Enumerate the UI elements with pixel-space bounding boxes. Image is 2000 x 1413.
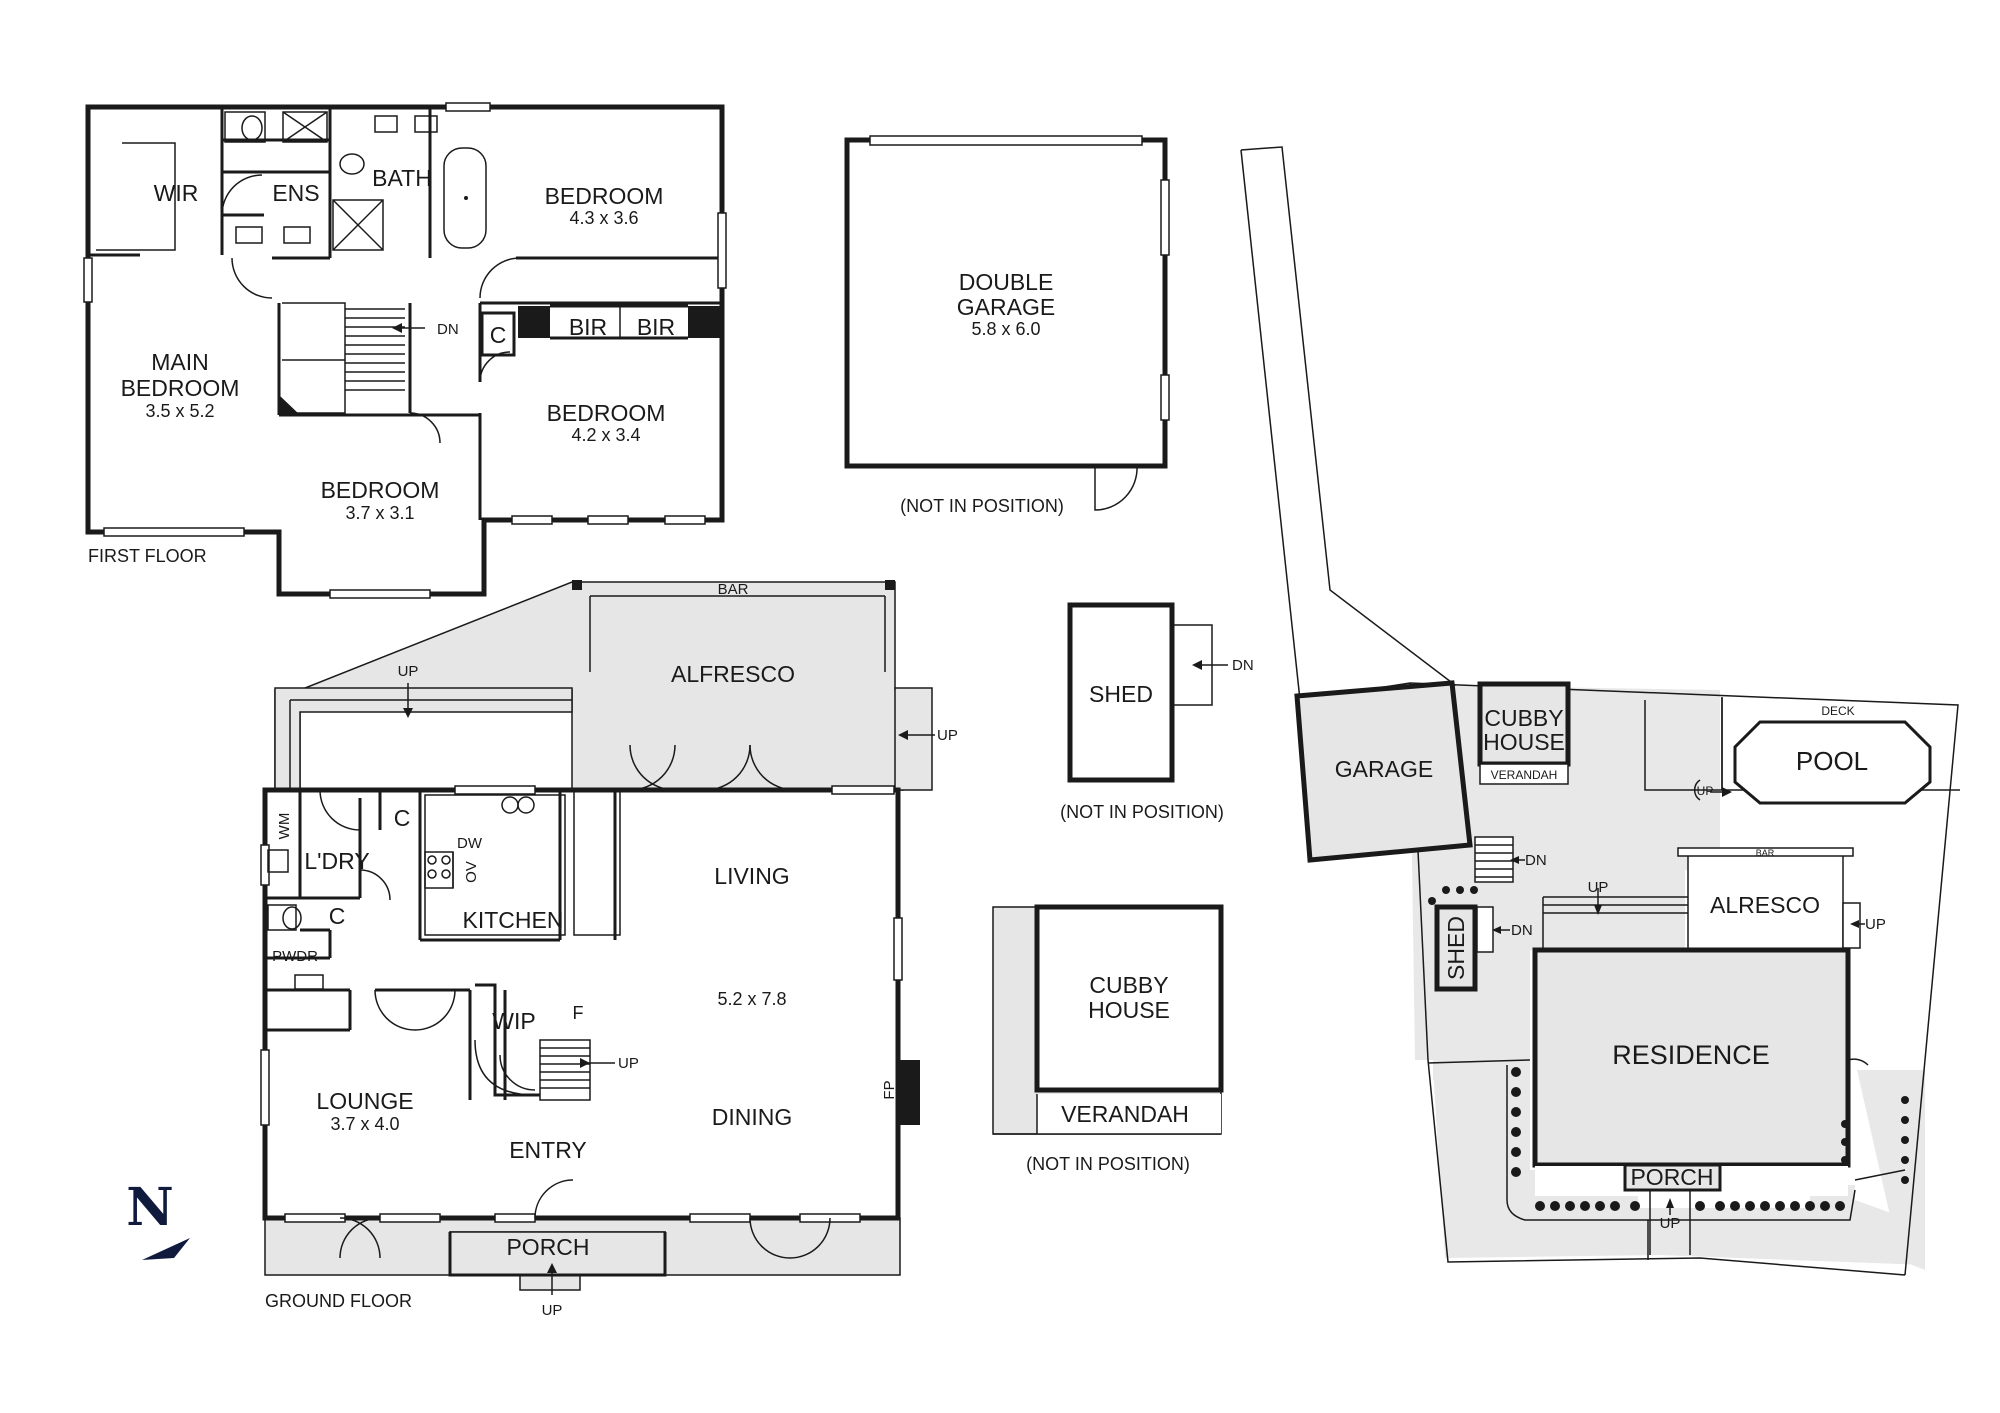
room-label-alfresco: ALFRESCO — [671, 661, 795, 687]
room-label-ens: ENS — [272, 180, 319, 206]
site-porch-up: UP — [1660, 1215, 1681, 1232]
label-double-garage-2: GARAGE — [957, 294, 1055, 320]
site-label-deck: DECK — [1821, 704, 1854, 718]
room-label-kitchen: KITCHEN — [463, 907, 564, 933]
room-size-main-bedroom: 3.5 x 5.2 — [145, 401, 214, 421]
label-fp: FP — [881, 1080, 898, 1099]
room-label-bir-2: BIR — [637, 314, 675, 340]
first-floor-labels: WIR ENS BATH BEDROOM 4.3 x 3.6 BIR BIR C… — [88, 165, 675, 566]
ground-floor-caption: GROUND FLOOR — [265, 1291, 412, 1311]
size-double-garage: 5.8 x 6.0 — [971, 319, 1040, 339]
site-pool-up: UP — [1697, 784, 1714, 798]
label-f: F — [573, 1003, 584, 1023]
first-floor-stairs — [279, 302, 425, 415]
room-label-laundry: L'DRY — [304, 848, 369, 874]
label-cubby-house-1: CUBBY — [1089, 972, 1168, 998]
label-cubby-verandah: VERANDAH — [1061, 1101, 1189, 1127]
compass-letter: N — [126, 1177, 174, 1238]
site-label-residence: RESIDENCE — [1612, 1040, 1770, 1070]
room-label-lounge: LOUNGE — [316, 1088, 413, 1114]
room-size-bedroom-ne: 4.3 x 3.6 — [569, 208, 638, 228]
room-size-living-dining: 5.2 x 7.8 — [717, 989, 786, 1009]
site-label-garage: GARAGE — [1335, 756, 1433, 782]
site-shed-dn: DN — [1511, 922, 1533, 939]
shed-dn: DN — [1232, 657, 1254, 674]
room-label-bedroom-s: BEDROOM — [321, 477, 440, 503]
site-label-verandah: VERANDAH — [1491, 768, 1558, 782]
room-size-lounge: 3.7 x 4.0 — [330, 1114, 399, 1134]
garden-shrubs — [1428, 886, 1909, 1211]
room-label-bedroom-ne: BEDROOM — [545, 183, 664, 209]
shed-plan: SHED DN (NOT IN POSITION) — [1060, 602, 1254, 822]
room-label-porch: PORCH — [506, 1234, 589, 1260]
site-label-cubby-2: HOUSE — [1483, 729, 1565, 755]
ground-floor-plan — [260, 580, 935, 1295]
deck-up-right: UP — [937, 727, 958, 744]
porch-up: UP — [542, 1302, 563, 1319]
room-size-bedroom-e: 4.2 x 3.4 — [571, 425, 640, 445]
room-label-bath: BATH — [372, 165, 432, 191]
room-label-dining: DINING — [712, 1104, 793, 1130]
room-label-main-bedroom-1: MAIN — [151, 349, 209, 375]
site-alfresco-up: UP — [1588, 879, 1609, 896]
first-floor-plan — [83, 102, 727, 599]
site-label-cubby-1: CUBBY — [1484, 705, 1563, 731]
site-label-porch: PORCH — [1630, 1164, 1713, 1190]
room-label-entry: ENTRY — [509, 1137, 587, 1163]
stair-direction-dn: DN — [437, 321, 459, 338]
note-shed: (NOT IN POSITION) — [1060, 802, 1224, 822]
first-floor-caption: FIRST FLOOR — [88, 546, 207, 566]
label-cubby-house-2: HOUSE — [1088, 997, 1170, 1023]
site-steps-dn: DN — [1525, 852, 1547, 869]
room-label-wir: WIR — [154, 180, 199, 206]
room-label-wip: WIP — [492, 1008, 535, 1034]
double-garage-plan: DOUBLE GARAGE 5.8 x 6.0 (NOT IN POSITION… — [844, 135, 1170, 516]
note-double-garage: (NOT IN POSITION) — [900, 496, 1064, 516]
label-shed: SHED — [1089, 681, 1153, 707]
cubby-house-plan: CUBBY HOUSE VERANDAH (NOT IN POSITION) — [992, 904, 1224, 1174]
room-label-c: C — [490, 322, 507, 348]
room-label-bedroom-e: BEDROOM — [547, 400, 666, 426]
label-c-1: C — [394, 805, 411, 831]
room-size-bedroom-s: 3.7 x 3.1 — [345, 503, 414, 523]
room-label-pwdr: PWDR — [272, 948, 318, 965]
room-label-living: LIVING — [714, 863, 789, 889]
stair-direction-up: UP — [618, 1055, 639, 1072]
room-label-main-bedroom-2: BEDROOM — [121, 375, 240, 401]
label-bar: BAR — [718, 581, 749, 598]
label-dw: DW — [457, 835, 483, 852]
site-plan — [1240, 146, 1960, 1276]
note-cubby-house: (NOT IN POSITION) — [1026, 1154, 1190, 1174]
label-c-2: C — [329, 903, 346, 929]
label-ov: OV — [463, 861, 480, 883]
room-label-bir-1: BIR — [569, 314, 607, 340]
site-label-pool: POOL — [1796, 746, 1868, 776]
ground-floor-labels: BAR ALFRESCO UP UP WM C L'DRY DW OV KITC… — [265, 581, 958, 1319]
site-label-shed: SHED — [1443, 916, 1469, 980]
label-double-garage-1: DOUBLE — [959, 269, 1054, 295]
site-plan-labels: GARAGE CUBBY HOUSE VERANDAH DECK POOL UP… — [1335, 704, 1886, 1232]
label-wm: WM — [276, 813, 293, 840]
site-steps — [1474, 836, 1525, 883]
site-label-bar: BAR — [1756, 848, 1775, 858]
site-up-right: UP — [1865, 916, 1886, 933]
site-label-alfresco: ALRESCO — [1710, 892, 1820, 918]
ground-floor-stairs — [539, 1039, 615, 1101]
north-arrow-icon: N — [126, 1177, 190, 1260]
deck-up-top: UP — [398, 663, 419, 680]
